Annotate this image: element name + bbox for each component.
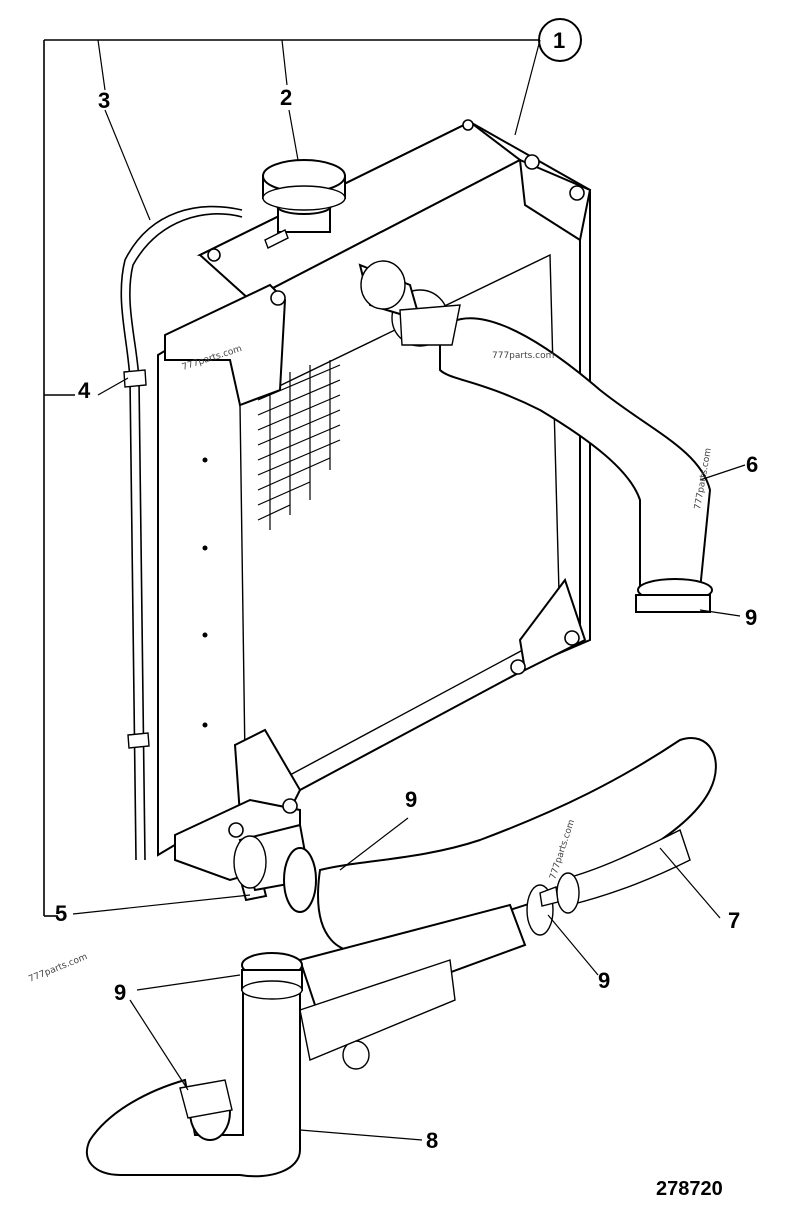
callout-9-top-hose-clip: 9 — [745, 605, 757, 630]
document-number: 278720 — [656, 1178, 723, 1200]
overflow-pipe — [120, 205, 243, 861]
core-fins — [257, 360, 341, 530]
callout-2: 2 — [280, 85, 292, 110]
callout-4: 4 — [78, 378, 91, 403]
leader-lines — [72, 39, 746, 1141]
callout-labels: 1 2 3 4 5 6 7 8 9 9 9 9 9 — [55, 28, 758, 1153]
watermark: 777parts.com — [492, 351, 554, 361]
callout-9-lower-hose-clip-top: 9 — [114, 980, 126, 1005]
callout-8: 8 — [426, 1128, 438, 1153]
radiator — [157, 119, 592, 902]
water-pump-pipe — [298, 903, 527, 1070]
callout-7: 7 — [728, 908, 740, 933]
callout-1: 1 — [553, 28, 565, 53]
callout-3: 3 — [98, 88, 110, 113]
callout-9-hose-clip-right: 9 — [598, 968, 610, 993]
top-hose — [358, 260, 713, 613]
lower-hose — [85, 952, 303, 1178]
item-1-bracket — [43, 18, 582, 917]
watermark: 777parts.com — [27, 952, 89, 985]
callout-5: 5 — [55, 901, 67, 926]
bottom-hose — [233, 737, 717, 954]
callout-6: 6 — [746, 452, 758, 477]
filler-cap — [262, 159, 346, 249]
callout-9-bottom-hose-clip: 9 — [405, 787, 417, 812]
